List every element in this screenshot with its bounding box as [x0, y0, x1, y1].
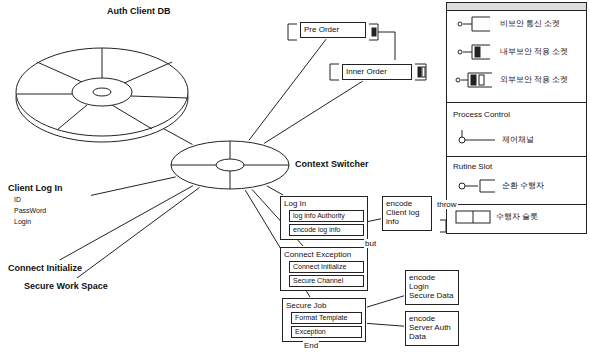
inner-box: log info Authority	[289, 210, 364, 222]
process-box: encode Client log info	[382, 196, 432, 231]
legend-text: 내부보안 적용 소켓	[500, 47, 568, 56]
inner-box: Connect Initialize	[289, 261, 364, 273]
process-box: Inner Order	[342, 64, 412, 80]
process-box: Log In log info Authority encode log info	[280, 196, 368, 240]
socket-symbol	[458, 45, 490, 59]
socket-symbol	[458, 17, 490, 31]
node-title: Connect Initialize	[293, 263, 360, 271]
node-title: Format Template	[295, 314, 358, 322]
legend-heading: Rutine Slot	[452, 162, 493, 171]
legend-header-strip	[447, 3, 587, 11]
legend-text: 외부보안 적용 소켓	[500, 75, 568, 84]
node-title: Inner Order	[346, 67, 408, 76]
node-title: Secure Channel	[293, 277, 360, 285]
database-disk: Auth Client DB	[12, 4, 197, 144]
disk-illustration	[12, 4, 197, 144]
process-box: Pre Order	[300, 22, 366, 38]
node-title: encode log info	[293, 226, 360, 234]
annotation-label: End	[303, 341, 319, 350]
node-title: Log In	[284, 199, 364, 208]
legend-divider	[447, 204, 587, 205]
node-title: Exception	[295, 328, 358, 336]
process-box: encode Server Auth Data	[405, 311, 459, 346]
node-title: Client Log In	[8, 183, 88, 193]
annotation-label: but	[364, 239, 377, 248]
routine-symbol	[459, 180, 495, 192]
inner-box: Format Template	[291, 312, 362, 324]
annotation-label: throw	[436, 200, 458, 209]
connector-line	[367, 323, 404, 326]
legend-text: 순환 수행자	[502, 181, 544, 190]
slot-symbol	[456, 211, 490, 223]
node-title: Connect Exception	[284, 250, 364, 259]
node-title: log info Authority	[293, 212, 360, 220]
node-title: encode Client log info	[386, 199, 428, 227]
legend-text: 수행자 슬롯	[496, 212, 538, 221]
socket-symbol	[456, 73, 492, 87]
inner-box: Secure Channel	[289, 275, 364, 287]
node-title: Auth Client DB	[107, 6, 171, 16]
process-box: encode Login Secure Data	[405, 270, 459, 305]
switcher-ellipse: Context Switcher	[170, 140, 290, 190]
text-node: Connect Initialize	[8, 263, 82, 273]
node-title: Secure Job	[286, 301, 362, 310]
legend-heading: Process Control	[452, 110, 511, 119]
connector-line	[91, 177, 176, 196]
connector-line	[249, 39, 326, 140]
node-title: encode Login Secure Data	[409, 273, 455, 301]
switcher-illustration	[170, 140, 290, 190]
inner-box: Exception	[291, 326, 362, 338]
connector-line	[77, 188, 200, 279]
legend-text: 비보안 통신 소켓	[500, 19, 560, 28]
node-title: Secure Work Space	[24, 281, 108, 291]
connector-line	[267, 186, 283, 195]
inner-box: encode log info	[289, 224, 364, 236]
node-title: Pre Order	[304, 25, 362, 34]
legend-panel	[447, 3, 587, 234]
text-node: Secure Work Space	[24, 281, 108, 291]
legend-text: 제어채널	[502, 135, 534, 144]
control-channel-symbol	[459, 130, 495, 143]
node-text: ID	[8, 196, 88, 204]
legend-divider	[447, 102, 587, 103]
node-title: Connect Initialize	[8, 263, 82, 273]
process-box: Secure JobFormat TemplateException	[282, 298, 366, 342]
connector-line	[367, 296, 404, 307]
socket-symbol	[440, 220, 446, 232]
text-node: Client Log In ID PassWordLogin	[8, 183, 88, 226]
node-title: Context Switcher	[294, 159, 370, 169]
node-text: Login	[8, 218, 88, 226]
connector-line	[163, 128, 192, 144]
process-box: Connect ExceptionConnect InitializeSecur…	[280, 247, 368, 291]
connector-line	[264, 81, 363, 143]
node-title: encode Server Auth Data	[409, 314, 455, 342]
legend-divider	[447, 156, 587, 157]
node-text: PassWord	[8, 207, 88, 215]
